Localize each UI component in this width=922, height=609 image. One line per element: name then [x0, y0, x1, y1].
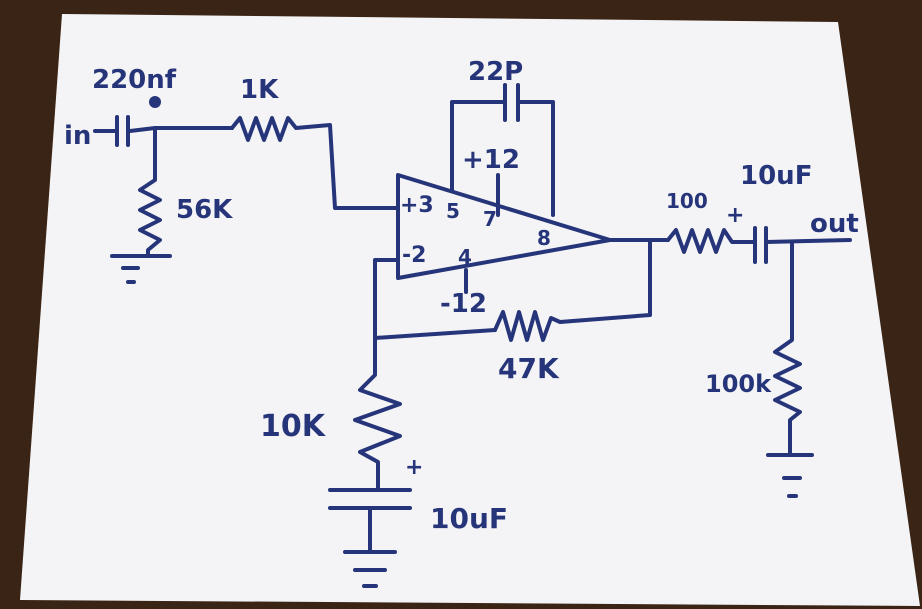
- resistor-10k-symbol: [353, 336, 402, 492]
- ground-symbol-3: [766, 453, 814, 498]
- circuit-wires: [93, 83, 852, 588]
- label-plus-sign-2: +: [726, 203, 744, 228]
- label-supply-neg: -12: [440, 289, 487, 319]
- label-c-out: 10uF: [740, 161, 812, 191]
- label-pin-minus: -2: [402, 243, 426, 268]
- label-c-ground: 10uF: [430, 502, 508, 535]
- ground-symbol-1: [110, 254, 172, 284]
- label-input: in: [64, 121, 91, 151]
- label-r-load: 100k: [705, 370, 772, 398]
- label-pin4: 4: [458, 245, 472, 269]
- label-r-bias: 56K: [176, 195, 233, 225]
- resistor-47k-symbol: [493, 238, 652, 342]
- output-capacitor-symbol: [753, 226, 852, 264]
- resistor-100-symbol: [666, 228, 757, 254]
- inverting-input-wire: [373, 258, 497, 340]
- resistor-56k-symbol: [138, 126, 162, 258]
- label-pin8: 8: [537, 226, 551, 250]
- label-r-ground: 10K: [260, 409, 327, 444]
- opamp-triangle: [396, 173, 612, 280]
- label-c-in: 220nf: [92, 65, 177, 95]
- label-supply-pos: +12: [462, 145, 520, 175]
- label-r-out: 100: [666, 189, 708, 213]
- capacitor-22p-symbol: [450, 83, 555, 217]
- label-output: out: [810, 209, 859, 239]
- label-plus-sign-1: +: [405, 455, 423, 480]
- resistor-1k-symbol: [230, 116, 400, 210]
- label-c-comp: 22P: [468, 57, 523, 87]
- label-pin5: 5: [446, 199, 460, 223]
- junction-dot: [149, 96, 161, 108]
- label-pin-plus: +3: [400, 193, 434, 218]
- resistor-100k-symbol: [773, 240, 802, 457]
- paper-sheet: [20, 14, 920, 606]
- label-r-series: 1K: [240, 75, 279, 105]
- capacitor-10uf-ground-symbol: [328, 488, 412, 552]
- ground-symbol-2: [343, 550, 397, 588]
- label-r-feedback: 47K: [498, 352, 560, 385]
- label-pin7: 7: [483, 207, 497, 231]
